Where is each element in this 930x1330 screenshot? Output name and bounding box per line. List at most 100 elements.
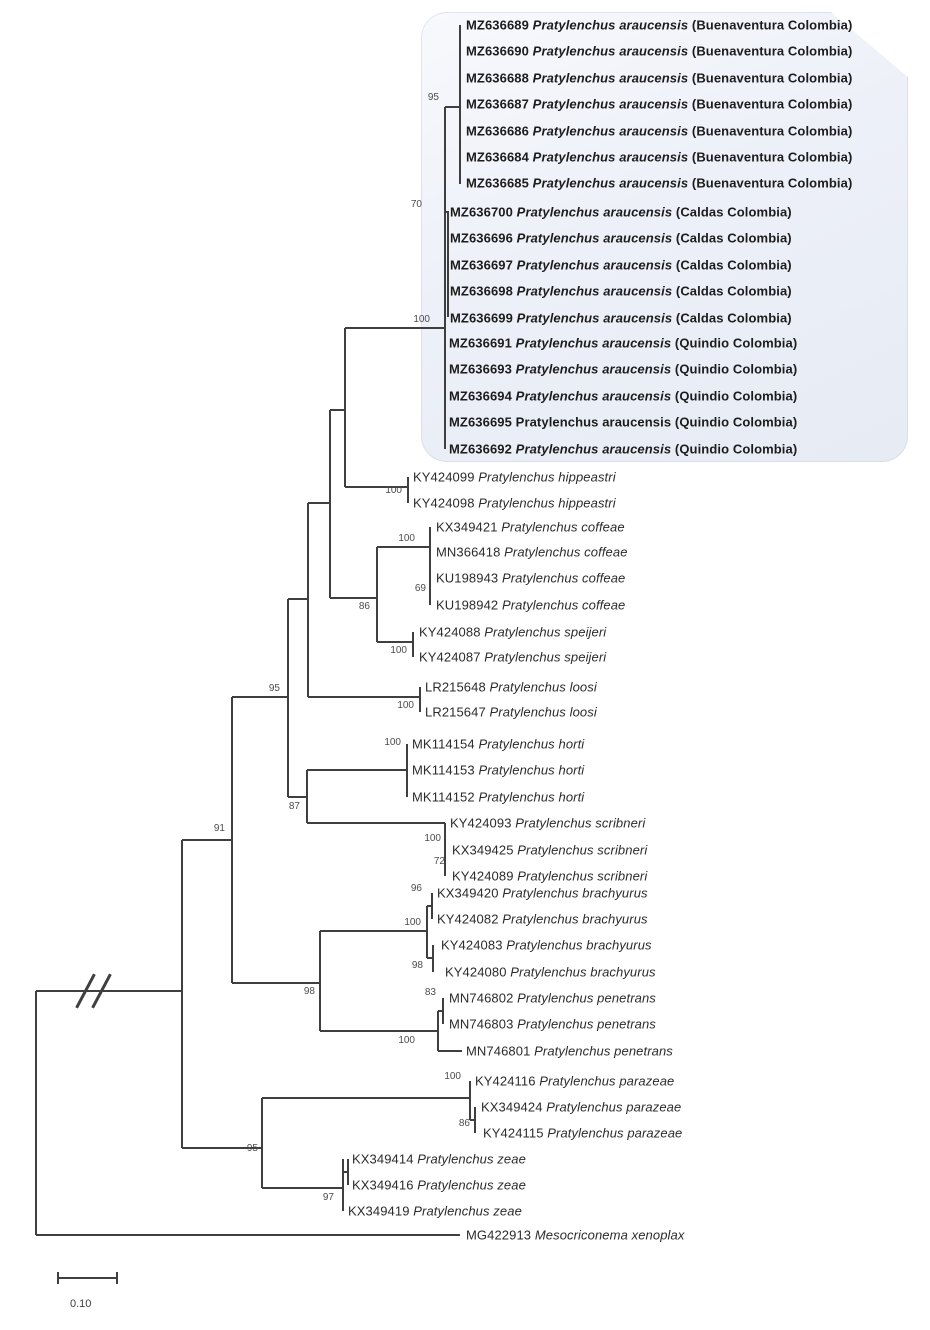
location-label: (Quindio Colombia)	[674, 414, 798, 430]
bootstrap-value: 100	[413, 314, 430, 325]
location-label: (Buenaventura Colombia)	[691, 175, 853, 191]
species-name: Pratylenchus zeae	[417, 1177, 526, 1193]
species-name: Pratylenchus penetrans	[517, 1016, 656, 1032]
accession-number: MZ636693	[449, 361, 512, 377]
species-name: Pratylenchus hippeastri	[478, 495, 616, 511]
location-label: (Buenaventura Colombia)	[691, 149, 853, 165]
branch-line	[376, 547, 378, 642]
bootstrap-value: 87	[288, 801, 300, 812]
species-name: Pratylenchus brachyurus	[502, 885, 648, 901]
branch-line	[438, 1010, 443, 1012]
species-name: Pratylenchus araucensis	[516, 310, 673, 326]
accession-number: KY424099	[413, 469, 475, 485]
bootstrap-value: 95	[268, 683, 280, 694]
branch-line	[320, 1030, 438, 1032]
branch-line	[308, 502, 330, 504]
accession-number: KY424083	[441, 937, 503, 953]
accession-number: MZ636696	[450, 230, 513, 246]
taxon-label: MZ636695 Pratylenchus araucensis (Quindi…	[449, 415, 797, 430]
location-label: (Caldas Colombia)	[675, 257, 792, 273]
taxon-label: MG422913 Mesocriconema xenoplax	[466, 1228, 684, 1243]
branch-line	[307, 769, 407, 771]
taxon-label: MZ636693 Pratylenchus araucensis (Quindi…	[449, 362, 797, 377]
taxon-label: MZ636692 Pratylenchus araucensis (Quindi…	[449, 442, 797, 457]
branch-line	[345, 486, 408, 488]
taxon-label: MZ636698 Pratylenchus araucensis (Caldas…	[450, 284, 792, 299]
species-name: Pratylenchus coffeae	[501, 597, 626, 613]
branch-line	[406, 744, 408, 797]
branch-line	[330, 597, 377, 599]
species-name: Pratylenchus loosi	[489, 679, 597, 695]
accession-number: MZ636685	[466, 175, 529, 191]
bootstrap-value: 97	[322, 1192, 334, 1203]
branch-line	[431, 893, 433, 919]
branch-line	[412, 632, 414, 657]
accession-number: MK114154	[412, 736, 475, 752]
species-name: Pratylenchus araucensis	[516, 257, 673, 273]
species-name: Pratylenchus araucensis	[532, 96, 689, 112]
accession-number: KY424098	[413, 495, 475, 511]
taxon-label: KY424082 Pratylenchus brachyurus	[437, 912, 648, 927]
location-label: (Caldas Colombia)	[675, 283, 792, 299]
bootstrap-value: 100	[385, 485, 402, 496]
taxon-label: MZ636684 Pratylenchus araucensis (Buenav…	[466, 150, 852, 165]
accession-number: KX349414	[352, 1151, 414, 1167]
accession-number: MZ636690	[466, 43, 529, 59]
branch-line	[344, 328, 346, 487]
accession-number: KY424115	[483, 1125, 544, 1141]
bootstrap-value: 100	[384, 737, 401, 748]
taxon-label: KY424115 Pratylenchus parazeae	[483, 1126, 682, 1141]
branch-line	[182, 839, 232, 841]
accession-number: KY424087	[419, 649, 481, 665]
accession-number: MZ636698	[450, 283, 513, 299]
bootstrap-value: 96	[410, 883, 422, 894]
accession-number: KX349424	[481, 1099, 543, 1115]
species-name: Pratylenchus araucensis	[532, 123, 689, 139]
branch-line	[377, 641, 413, 643]
species-name: Pratylenchus horti	[478, 736, 585, 752]
taxon-label: KX349421 Pratylenchus coffeae	[436, 520, 625, 535]
branch-line	[427, 905, 432, 907]
branch-line	[35, 991, 37, 1235]
scale-label: 0.10	[70, 1298, 92, 1310]
taxon-label: MZ636694 Pratylenchus araucensis (Quindi…	[449, 389, 797, 404]
branch-line	[432, 945, 434, 972]
branch-line	[426, 906, 428, 958]
accession-number: KY424080	[445, 964, 507, 980]
branch-line	[474, 1107, 476, 1133]
taxon-label: KX349424 Pratylenchus parazeae	[481, 1100, 681, 1115]
branch-line	[36, 990, 182, 992]
taxon-label: MN746802 Pratylenchus penetrans	[449, 991, 656, 1006]
taxon-label: MZ636697 Pratylenchus araucensis (Caldas…	[450, 258, 792, 273]
accession-number: KY424116	[475, 1073, 536, 1089]
species-name: Pratylenchus zeae	[417, 1151, 526, 1167]
accession-number: MZ636684	[466, 149, 529, 165]
bootstrap-value: 86	[358, 601, 370, 612]
bootstrap-value: 86	[458, 1118, 470, 1129]
species-name: Pratylenchus araucensis	[532, 17, 689, 33]
species-name: Pratylenchus loosi	[489, 704, 597, 720]
location-label: (Quindio Colombia)	[674, 441, 798, 457]
species-name: Pratylenchus speijeri	[484, 624, 607, 640]
location-label: (Quindio Colombia)	[674, 335, 798, 351]
branch-line	[429, 527, 431, 605]
accession-number: KU198942	[436, 597, 499, 613]
branch-line	[182, 1147, 262, 1149]
species-name: Pratylenchus horti	[478, 789, 585, 805]
species-name: Pratylenchus araucensis	[515, 361, 672, 377]
accession-number: KX349419	[348, 1203, 410, 1219]
accession-number: MZ636694	[449, 388, 512, 404]
branch-line	[232, 696, 288, 698]
branch-line	[447, 212, 449, 317]
species-name: Pratylenchus coffeae	[504, 544, 628, 560]
branch-line	[469, 1081, 471, 1120]
accession-number: MZ636695	[449, 414, 512, 430]
species-name: Pratylenchus araucensis	[516, 283, 673, 299]
branch-line	[377, 546, 430, 548]
species-name: Pratylenchus araucensis	[532, 149, 689, 165]
accession-number: KY424082	[437, 911, 499, 927]
species-name: Pratylenchus parazeae	[547, 1125, 683, 1141]
bootstrap-value: 100	[398, 533, 415, 544]
accession-number: MN746803	[449, 1016, 514, 1032]
taxon-label: LR215648 Pratylenchus loosi	[425, 680, 597, 695]
